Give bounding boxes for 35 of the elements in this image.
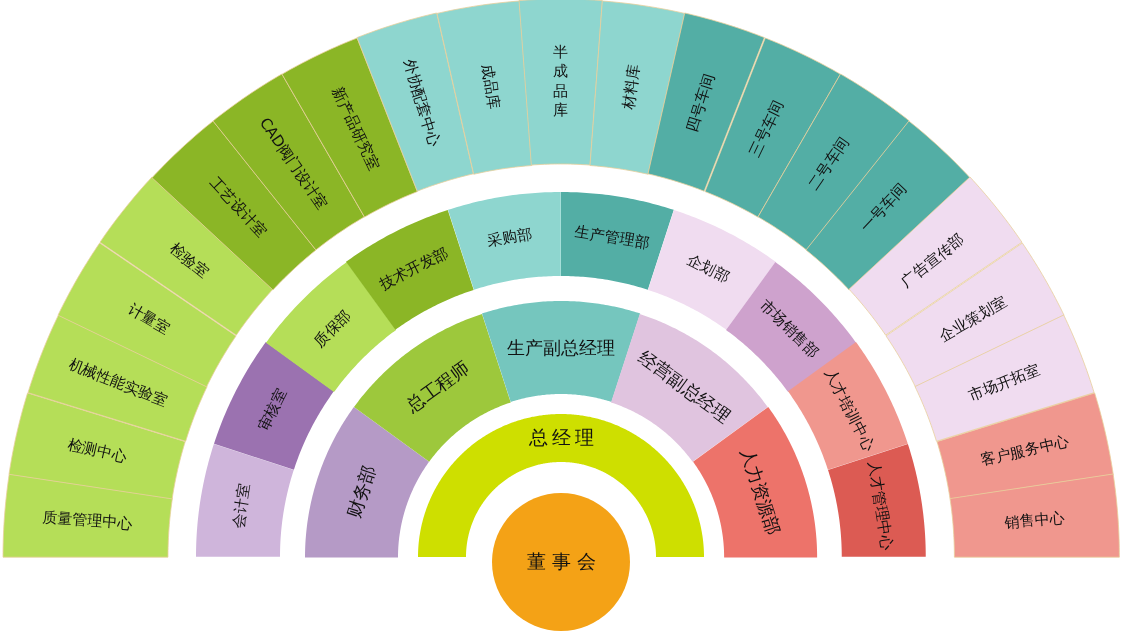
- segment-label: 生产管理部: [573, 223, 650, 253]
- segment-label: 生产副总经理: [507, 337, 615, 358]
- segment-label: 二号车间: [804, 134, 853, 194]
- segment-label: 计量室: [125, 300, 173, 338]
- segment-label: 经营副总经理: [634, 347, 734, 428]
- segment-label: 市场销售部: [756, 296, 822, 362]
- segment-label: 检验室: [166, 239, 213, 282]
- segment-label: 工艺设计室: [205, 175, 270, 242]
- segment-label: 机械性能实验室: [66, 356, 171, 411]
- segment-label: 半成品库: [553, 42, 569, 121]
- segment-label: 销售中心: [1004, 510, 1066, 533]
- circle-label: 董事会: [525, 551, 602, 573]
- segment-label: 市场开拓室: [965, 361, 1042, 405]
- segment-label: 审核室: [255, 386, 292, 435]
- ring-label: 总经理: [527, 427, 598, 449]
- segment-label: 新产品研究室: [327, 84, 382, 173]
- segment-label: 质量管理中心: [41, 509, 133, 534]
- segment-label: 检测中心: [66, 436, 129, 467]
- segment-label: 外协配套中心: [399, 57, 443, 149]
- segment-label: 人力资源部: [736, 446, 784, 539]
- segment-label: 企划部: [683, 251, 732, 288]
- segment-label: 四号车间: [684, 71, 719, 134]
- segment-label: 技术开发部: [377, 244, 452, 294]
- segment-label: 三号车间: [746, 97, 789, 160]
- segment-label: 采购部: [486, 225, 535, 250]
- segment-label: 材料库: [620, 63, 644, 111]
- segment-label: 人才管理中心: [864, 460, 896, 553]
- segment-label: 企业策划室: [936, 293, 1010, 346]
- segment-label: 总工程师: [402, 357, 474, 417]
- segment-label: 质保部: [310, 306, 355, 351]
- segment-label: 成品库: [478, 63, 502, 111]
- segment-label: 人才培训中心: [820, 366, 877, 455]
- segment-label: 会计室: [229, 482, 254, 531]
- segment-label: 客户服务中心: [978, 432, 1071, 470]
- segment-label: 财务部: [343, 463, 380, 522]
